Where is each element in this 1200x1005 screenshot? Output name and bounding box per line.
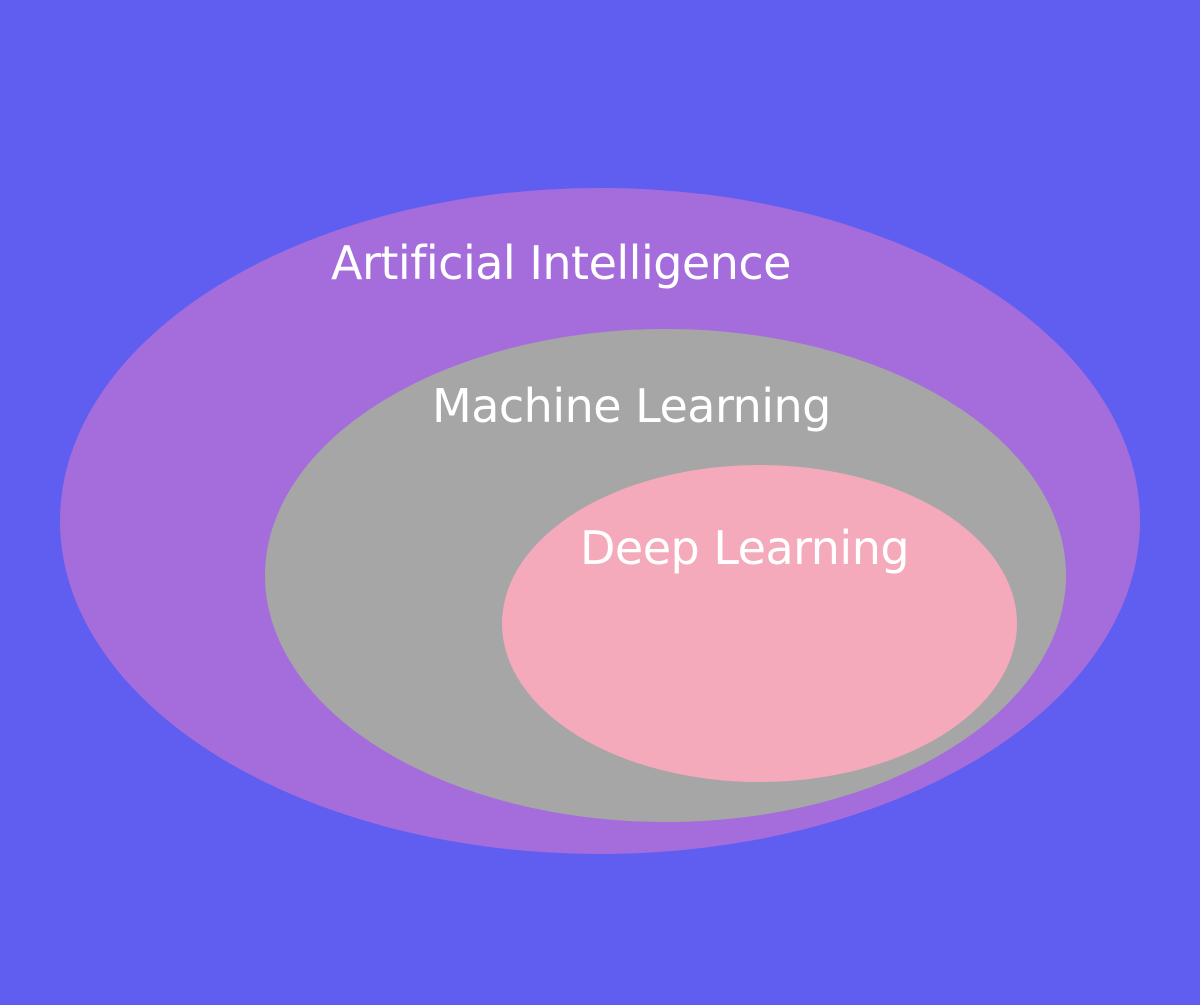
artificial-intelligence-label: Artificial Intelligence: [331, 236, 791, 290]
machine-learning-label: Machine Learning: [432, 379, 831, 433]
deep-learning-ellipse: [502, 465, 1017, 782]
deep-learning-label: Deep Learning: [580, 521, 910, 575]
